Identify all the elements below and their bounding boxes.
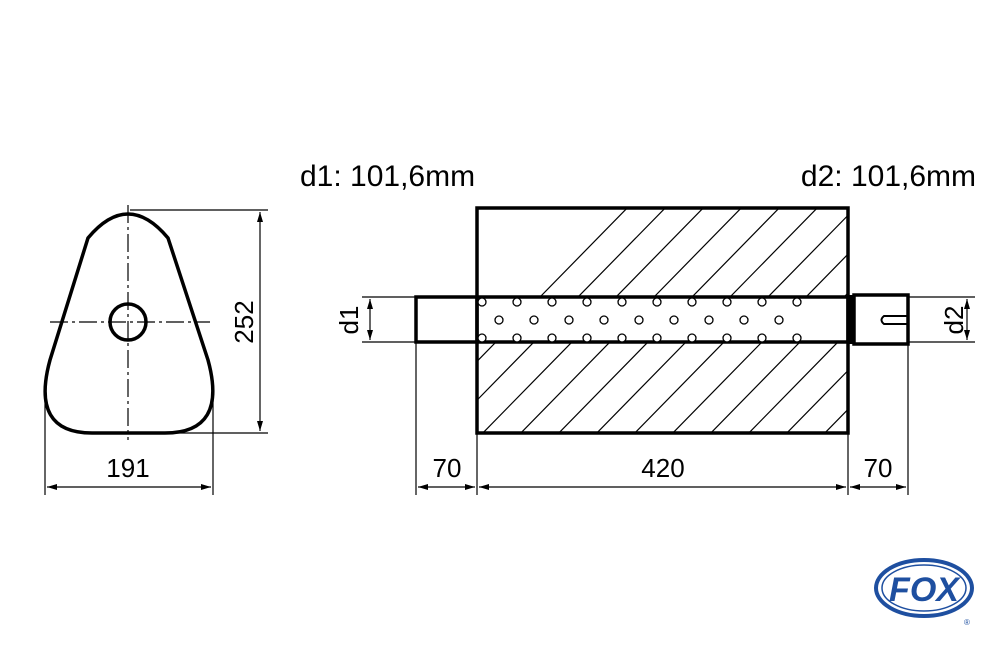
d1-label: d1: [334, 306, 364, 335]
height-label: 252: [229, 300, 259, 343]
perforation-hole: [547, 333, 557, 343]
perforation-hole: [512, 333, 522, 343]
hatch-line: [703, 208, 848, 433]
perforation-hole: [477, 297, 487, 307]
hatch-line: [779, 208, 848, 433]
perforation-hole: [757, 297, 767, 307]
perforation-hole: [792, 297, 802, 307]
outlet-length-label: 70: [864, 453, 893, 483]
d2-label: d2: [939, 306, 969, 335]
registered-mark: ®: [964, 618, 970, 627]
perforation-hole: [704, 315, 714, 325]
perforation-hole: [564, 315, 574, 325]
logo-text: FOX: [889, 571, 961, 609]
perforation-hole: [617, 297, 627, 307]
outlet-slot: [880, 315, 908, 325]
perforation-hole: [529, 315, 539, 325]
perforation-hole: [599, 315, 609, 325]
insulation-hatching: [477, 200, 1000, 440]
inlet-length-label: 70: [433, 453, 462, 483]
perforation-hole: [669, 315, 679, 325]
d1-spec-label: d1: 101,6mm: [300, 160, 475, 193]
perforation-hole: [617, 333, 627, 343]
hatch-line: [970, 200, 1000, 440]
hatch-line: [856, 200, 1000, 440]
hatch-line: [741, 208, 848, 433]
perforation-hole: [477, 333, 487, 343]
perforation-hole: [582, 333, 592, 343]
perforation-hole: [494, 315, 504, 325]
perforated-pipe: [414, 295, 850, 344]
body-length-label: 420: [641, 453, 684, 483]
perforation-hole: [687, 333, 697, 343]
width-label: 191: [106, 453, 149, 483]
fox-logo: FOX ®: [874, 558, 974, 627]
perforation-hole: [739, 315, 749, 325]
cross-section-outline: [43, 212, 215, 435]
perforation-hole: [582, 297, 592, 307]
hatch-line: [513, 208, 750, 433]
d2-spec-label: d2: 101,6mm: [801, 160, 976, 193]
perforation-hole: [634, 315, 644, 325]
perforation-hole: [722, 333, 732, 343]
perforation-hole: [774, 315, 784, 325]
outlet-sleeve: [852, 293, 910, 346]
perforation-hole: [547, 297, 557, 307]
side-view: d1: 101,6mm d2: 101,6mm d1 d2 70 420 70: [300, 160, 1000, 495]
perforation-hole: [652, 297, 662, 307]
perforation-hole: [757, 333, 767, 343]
perforation-hole: [687, 297, 697, 307]
perforation-hole: [792, 333, 802, 343]
perforation-holes: [477, 297, 802, 343]
cross-section-view: 252 191: [43, 205, 268, 495]
perforation-hole: [512, 297, 522, 307]
perforation-hole: [722, 297, 732, 307]
perforation-hole: [652, 333, 662, 343]
